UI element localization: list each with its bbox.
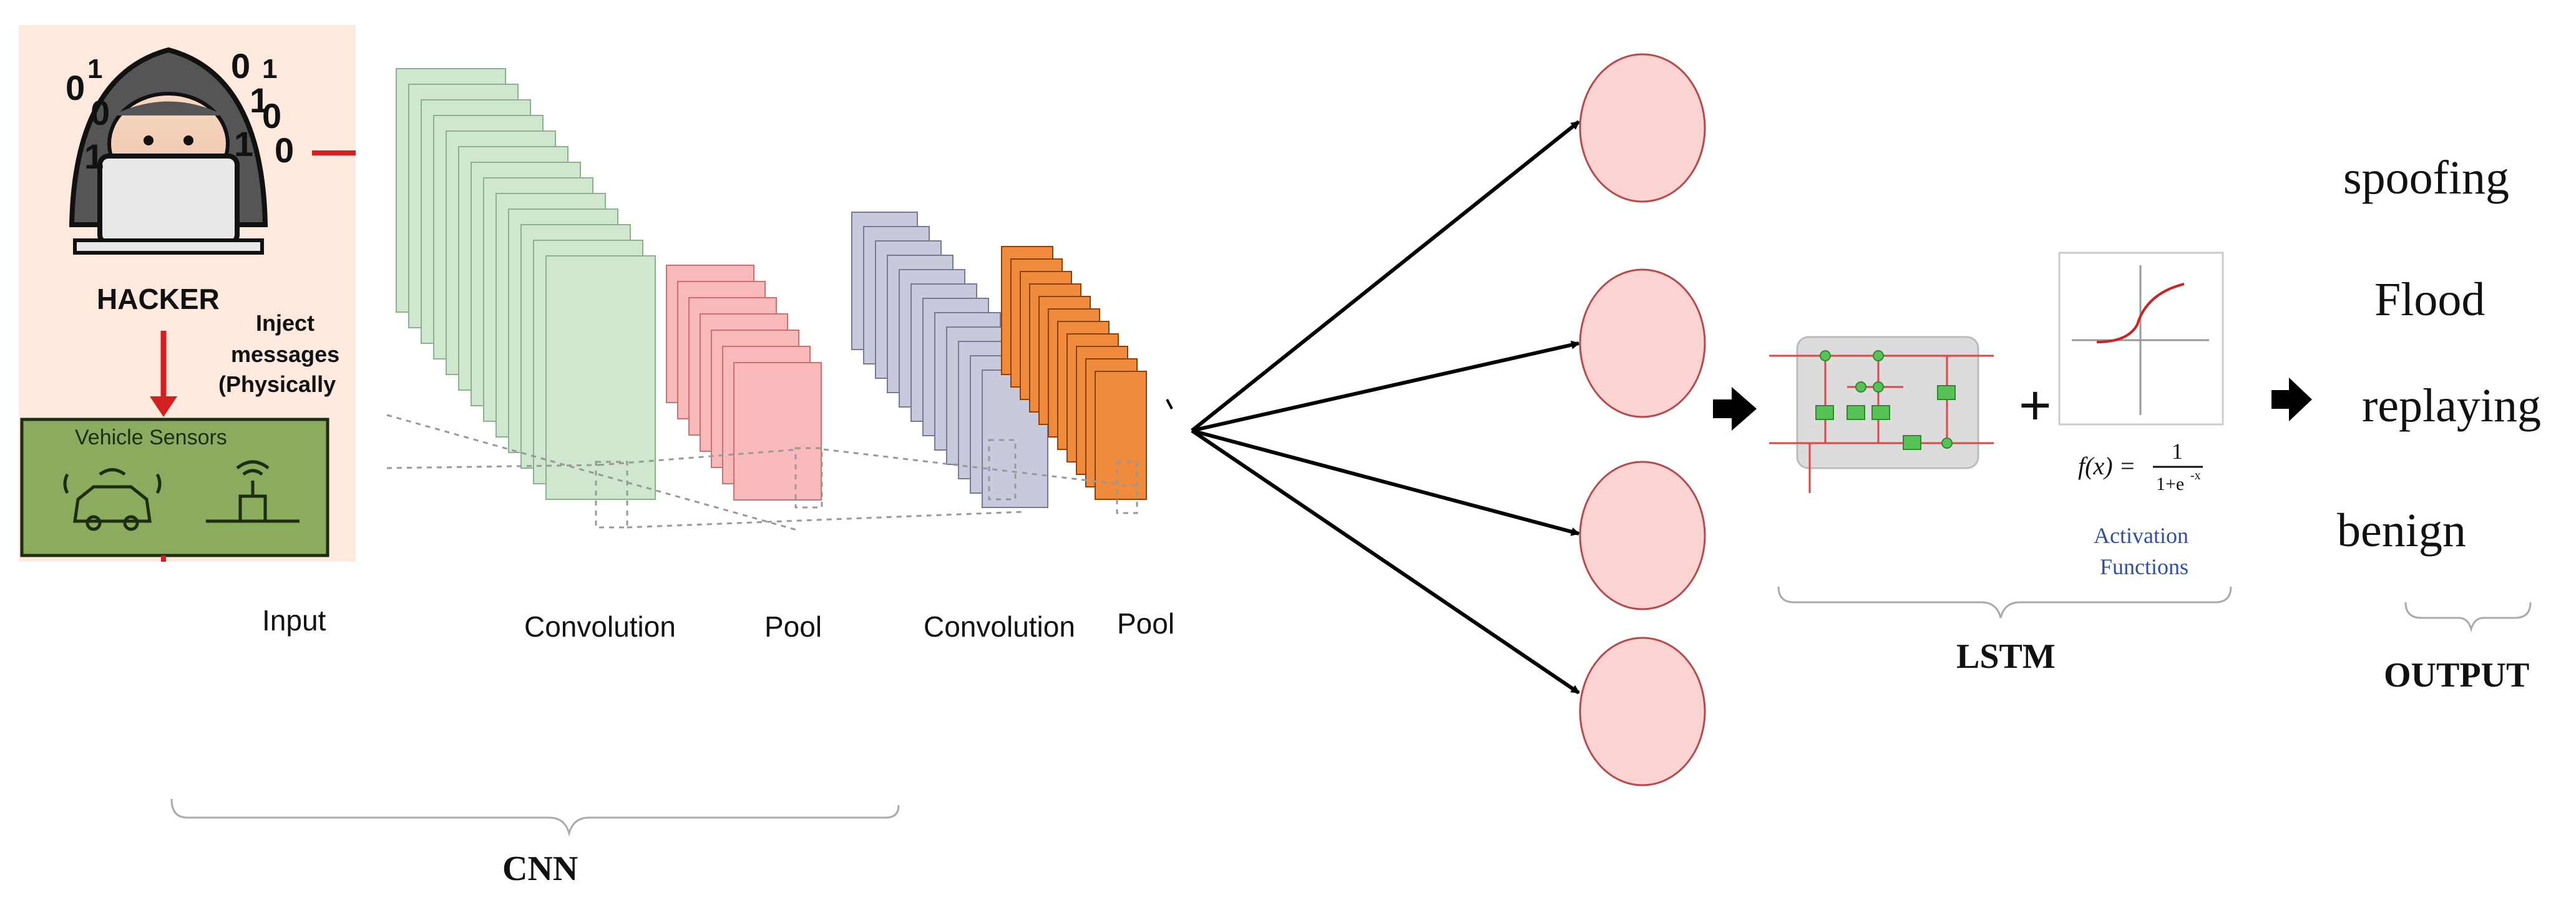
car-icon [63, 468, 162, 531]
stage-label-convolution-2: Convolution [924, 610, 1075, 643]
feature-map [545, 255, 656, 500]
dense-layer-nodes [1579, 53, 1706, 786]
cnn-stage-labels: Convolution Pool Convolution Pool [524, 607, 1174, 643]
hacker-label: HACKER [97, 283, 220, 315]
binary-digits: 0 1 0 1 0 1 1 0 1 0 [66, 46, 294, 176]
stage-label-convolution-1: Convolution [524, 610, 676, 643]
cnn-group-label: CNN [502, 849, 578, 888]
receptive-field-lines [386, 414, 1143, 532]
vehicle-sensors-box: Vehicle Sensors [20, 418, 329, 557]
inject-text-line: messages [231, 341, 339, 367]
output-brace [2404, 602, 2532, 633]
cnn-brace [170, 798, 900, 837]
hacker-icon [69, 47, 268, 255]
binary-digit: 1 [84, 137, 104, 176]
activation-label-line: Functions [2100, 554, 2188, 579]
dense-node [1579, 268, 1706, 418]
output-group-label: OUTPUT [2384, 656, 2529, 695]
output-class-flood: Flood [2374, 273, 2485, 326]
arrow-right-icon [1713, 387, 1757, 431]
output-class-benign: benign [2337, 504, 2466, 557]
stage-label-pool-2: Pool [1117, 607, 1174, 640]
formula-exponent: -x [2190, 469, 2201, 482]
fanout-arrows [1166, 120, 1580, 695]
binary-digit: 1 [234, 124, 253, 164]
sensor-icon [206, 460, 300, 523]
vehicle-sensors-label: Vehicle Sensors [75, 426, 227, 449]
binary-digit: 1 [262, 54, 277, 84]
inject-text-line: Inject [256, 310, 315, 336]
binary-digit: 0 [231, 46, 250, 86]
sigmoid-plot-icon [2058, 252, 2224, 426]
feature-map-stack-pool1 [666, 265, 822, 501]
output-class-replaying: replaying [2362, 379, 2541, 432]
lstm-group-label: LSTM [1956, 637, 2056, 676]
input-label: Input [262, 604, 326, 637]
plus-sign: + [2019, 374, 2052, 437]
binary-digit: 1 [87, 54, 102, 84]
stage-label-pool-1: Pool [764, 610, 822, 643]
formula-numerator: 1 [2172, 439, 2183, 464]
dense-node [1579, 637, 1706, 786]
inject-text: Inject messages (Physically [218, 310, 339, 397]
activation-label: Activation Functions [2094, 523, 2188, 579]
binary-digit: 0 [275, 130, 294, 170]
binary-digit: 1 [250, 81, 269, 120]
binary-digit: 0 [262, 96, 281, 135]
activation-formula: f(x) = 1 1+e -x [2078, 439, 2203, 494]
binary-digit: 0 [90, 93, 110, 132]
formula-denominator: 1+e [2156, 474, 2184, 494]
dense-node [1579, 461, 1706, 610]
inject-text-line: (Physically [218, 371, 336, 397]
cnn-layers [396, 68, 1147, 508]
output-class-spoofing: spoofing [2343, 152, 2509, 204]
feature-map-stack-conv1 [396, 68, 656, 500]
formula-lhs: f(x) = [2078, 452, 2136, 480]
feature-map-stack-pool2 [1001, 246, 1147, 500]
lstm-brace [1777, 586, 2232, 619]
output-classes: spoofing Flood replaying benign [2337, 152, 2541, 557]
red-down-arrow [150, 331, 177, 417]
input-panel: 0 1 0 1 0 1 1 0 1 0 HACKER Inject messag… [19, 25, 356, 562]
dense-node [1579, 53, 1706, 203]
binary-digit: 0 [66, 68, 85, 107]
arrow-right-icon [2271, 378, 2312, 421]
activation-label-line: Activation [2094, 523, 2188, 548]
lstm-cell-diagram [1769, 336, 1994, 493]
feature-map-stack-conv2 [851, 212, 1048, 508]
feature-map [1095, 371, 1147, 500]
feature-map [733, 362, 822, 501]
